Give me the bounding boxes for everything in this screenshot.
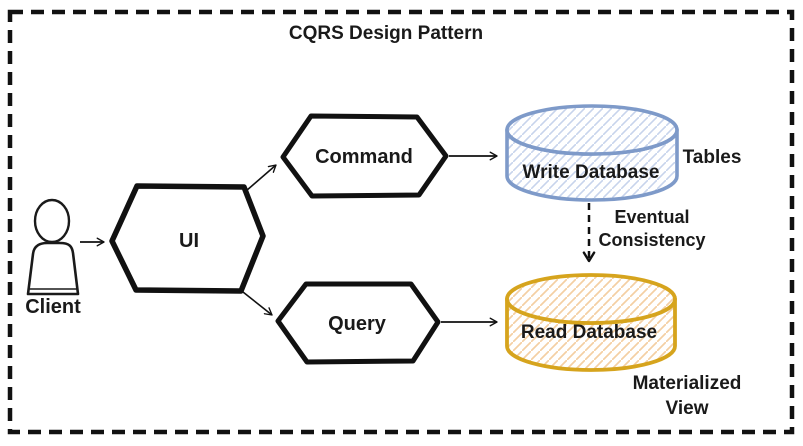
write-database-cylinder-icon: Write Database [505,104,679,202]
edge-ui-to-query [242,291,273,316]
hexagon-ui: UI [109,183,266,294]
tables-annotation: Tables [683,147,742,168]
diagram-border [7,9,795,435]
read-database-cylinder-icon: Read Database [505,273,677,372]
eventual-consistency-label-line1: Eventual [614,207,689,227]
hexagon-command: Command [280,113,449,199]
edge-ui-to-command [245,164,277,192]
ui-label: UI [179,230,199,252]
hexagon-query: Query [275,281,441,365]
write-database-label: Write Database [523,162,660,183]
eventual-consistency-label-line2: Consistency [598,230,705,250]
client-label: Client [25,296,81,318]
read-database-label: Read Database [521,322,657,343]
diagram-title: CQRS Design Pattern [289,23,483,44]
materialized-view-annotation-line2: View [666,398,709,419]
query-label: Query [328,313,387,335]
materialized-view-annotation-line1: Materialized [633,373,742,394]
person-icon [26,198,80,296]
command-label: Command [315,146,413,168]
